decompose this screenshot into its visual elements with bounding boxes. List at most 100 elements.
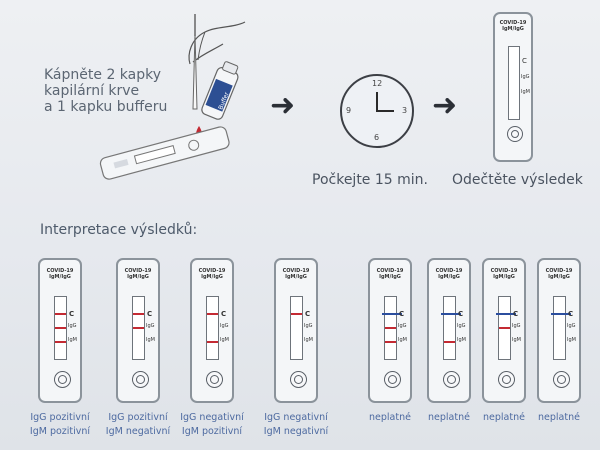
cassette-brand: COVID-19 [545,268,573,274]
clock-number: 12 [372,79,383,88]
result-window [54,296,67,360]
cassette-subtitle: IgM/IgG [438,274,460,280]
sample-well [553,371,570,388]
result-window [496,296,516,360]
label-c: C [305,310,311,318]
clock-icon: 12 3 6 9 [340,74,414,148]
result-cassette: COVID-19 IgM/IgG C IgG IgM [493,12,533,162]
cassette-subtitle: IgM/IgG [502,26,524,32]
test-line-igm [207,341,218,343]
label-c: C [458,310,464,318]
label-c: C [69,310,75,318]
result-window [290,296,303,360]
test-line-c [133,313,144,315]
test-line-c [551,313,571,315]
label-igm: IgM [68,337,77,343]
cassette-brand: COVID-19 [376,268,404,274]
test-line-igg [499,327,510,329]
cassette-subtitle: IgM/IgG [285,274,307,280]
step1-line1: Kápněte 2 kapky [44,67,162,83]
cassette-brand: COVID-19 [46,268,74,274]
test-line-igm [444,341,455,343]
test-line-c [207,313,218,315]
result-window [132,296,145,360]
label-igg: IgG [304,323,313,329]
result-caption-line1: IgG negativní [180,412,244,423]
test-line-c [55,313,66,315]
label-igm: IgM [512,337,521,343]
label-igm: IgM [521,89,530,95]
clock-number: 6 [374,133,380,142]
arrow-right-icon: ➜ [270,88,296,123]
test-line-c [291,313,302,315]
label-igg: IgG [220,323,229,329]
result-caption: neplatné [409,411,489,425]
label-igm: IgM [304,337,313,343]
cassette-brand: COVID-19 [124,268,152,274]
wait-label: Počkejte 15 min. [312,172,428,188]
step1-line2: kapilární krve [44,83,140,99]
label-c: C [568,310,574,318]
sample-well [507,126,523,142]
result-caption-line2: IgM pozitivní [181,426,243,437]
cassette-subtitle: IgM/IgG [493,274,515,280]
cassette-brand: COVID-19 [282,268,310,274]
label-igm: IgM [146,337,155,343]
result-caption-line1: neplatné [483,412,525,423]
sample-well [443,371,460,388]
label-c: C [147,310,153,318]
cassette-subtitle: IgM/IgG [127,274,149,280]
result-caption-line1: neplatné [538,412,580,423]
test-line-igg [385,327,396,329]
arrow-right-icon: ➜ [432,88,458,123]
cassette-brand: COVID-19 [490,268,518,274]
test-line-igm [55,341,66,343]
cassette-subtitle: IgM/IgG [548,274,570,280]
clock-hand [376,110,394,112]
sample-well [206,371,223,388]
sample-well [54,371,71,388]
label-igg: IgG [398,323,407,329]
result-window [551,296,571,360]
label-igm: IgM [398,337,407,343]
label-c: C [399,310,405,318]
cassette-brand: COVID-19 [499,20,527,26]
label-igg: IgG [457,323,466,329]
result-caption-line2: IgM pozitivní [29,426,91,437]
cassette-brand: COVID-19 [198,268,226,274]
label-igg: IgG [512,323,521,329]
label-igg: IgG [146,323,155,329]
interpretation-title: Interpretace výsledků: [40,222,198,238]
result-caption-line2: IgM negativní [263,426,329,437]
test-line-c [441,313,461,315]
label-igm: IgM [220,337,229,343]
result-caption-line1: IgG pozitivní [30,412,90,423]
result-window [382,296,402,360]
sample-application-illustration: Buffer [99,14,246,180]
sample-well [290,371,307,388]
label-c: C [513,310,519,318]
label-c: C [522,57,527,65]
test-line-igm [385,341,396,343]
cassette-subtitle: IgM/IgG [379,274,401,280]
test-line-igg [55,327,66,329]
label-igg: IgG [68,323,77,329]
result-caption-line1: IgG pozitivní [108,412,168,423]
cassette-subtitle: IgM/IgG [201,274,223,280]
sample-well [498,371,515,388]
result-caption: neplatné [464,411,544,425]
result-window [206,296,219,360]
step1-line3: a 1 kapku bufferu [44,99,168,115]
cassette-brand: COVID-19 [435,268,463,274]
label-igg: IgG [521,74,530,80]
label-igm: IgM [457,337,466,343]
test-line-c [496,313,516,315]
